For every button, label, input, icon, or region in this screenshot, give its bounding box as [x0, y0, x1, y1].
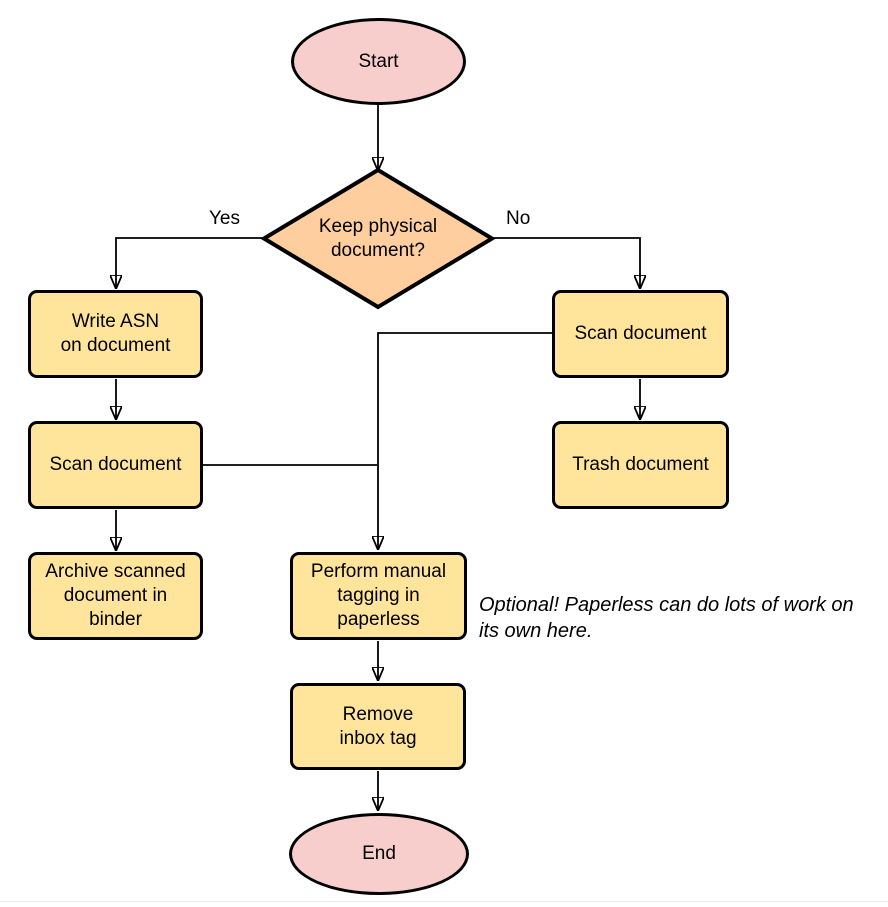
- node-start: Start: [291, 18, 466, 105]
- edge-decision-yes-to-write-asn: [116, 237, 263, 288]
- node-scan-document-left: Scan document: [28, 421, 203, 509]
- node-scan-document-right: Scan document: [552, 290, 729, 378]
- edge-label-no: No: [506, 208, 531, 229]
- node-tagging-label: Perform manual tagging in paperless: [310, 561, 447, 630]
- diamond-shape: [260, 167, 496, 310]
- node-tagging: Perform manual tagging in paperless: [290, 552, 467, 640]
- node-scan-left-label: Scan document: [49, 454, 182, 475]
- node-remove-inbox-label: Remove inbox tag: [339, 703, 417, 749]
- window-bottom-edge: [0, 901, 888, 902]
- node-remove-inbox: Remove inbox tag: [290, 683, 466, 770]
- node-decision: Keep physical document?: [260, 167, 496, 310]
- node-end: End: [289, 813, 469, 895]
- node-write-asn: Write ASN on document: [28, 290, 203, 378]
- edge-decision-no-to-scan-right: [492, 237, 640, 288]
- node-trash: Trash document: [552, 421, 729, 509]
- edge-scan-right-to-tagging: [378, 332, 552, 549]
- node-write-asn-label: Write ASN on document: [60, 311, 171, 356]
- node-decision-label: Keep physical document?: [318, 215, 438, 261]
- node-archive: Archive scanned document in binder: [28, 552, 203, 640]
- node-scan-right-label: Scan document: [574, 323, 707, 344]
- note-optional: Optional! Paperless can do lots of work …: [479, 594, 854, 642]
- node-start-label: Start: [358, 50, 399, 72]
- node-end-label: End: [362, 843, 396, 864]
- edge-label-yes: Yes: [209, 208, 240, 229]
- node-trash-label: Trash document: [572, 454, 709, 475]
- node-archive-label: Archive scanned document in binder: [45, 561, 186, 630]
